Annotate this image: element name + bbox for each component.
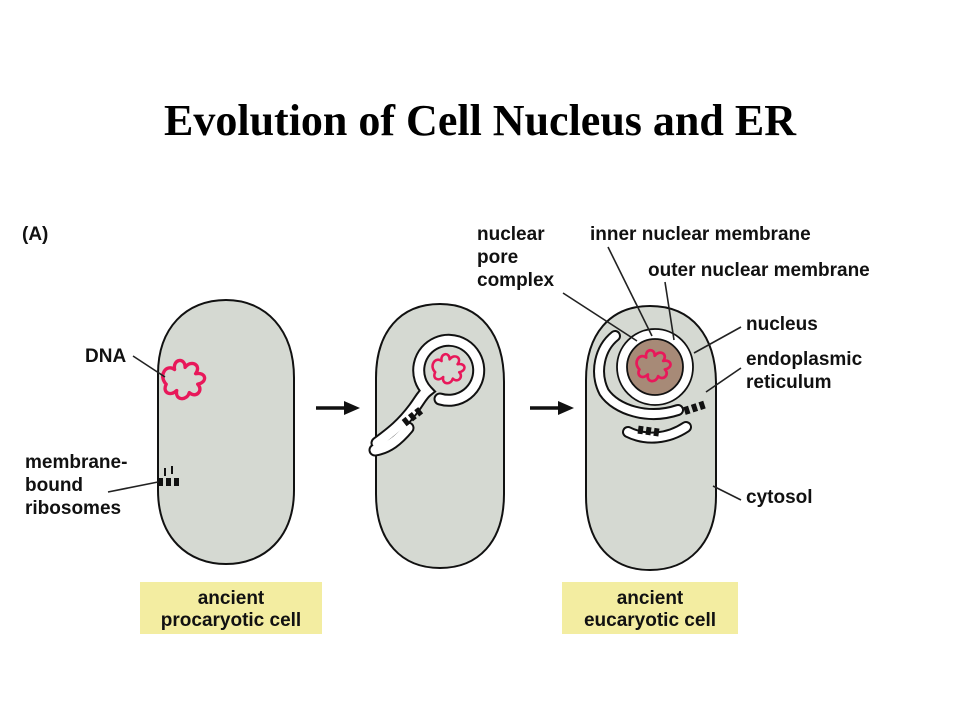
svg-text:nuclear: nuclear [477,224,545,245]
nucleus-body [626,338,684,396]
inner-membrane-leader-line [607,246,653,337]
procaryotic-caption-box [140,582,322,634]
outer-membrane-leader-line [664,281,675,341]
er-crescent [595,332,682,418]
membrane-ribosomes-dots [158,478,179,486]
intermediate-cell-body [375,302,505,570]
ribosomes-leader-line [107,481,159,493]
eucaryotic-cell [585,304,717,572]
inner-nuclear-membrane-label: inner nuclear membrane [590,224,811,245]
svg-text:ribosomes: ribosomes [25,498,121,519]
eucaryotic-caption: ancient eucaryotic cell [562,582,738,634]
svg-text:ancient: ancient [617,588,684,609]
dna-label: DNA [85,346,126,367]
membrane-bound-ribosomes-label: membrane- bound ribosomes [25,452,127,519]
er-tube [624,423,690,442]
svg-text:endoplasmic: endoplasmic [746,349,863,370]
er-leader-line [705,367,742,393]
svg-text:complex: complex [477,270,555,291]
arrow-2 [528,399,576,417]
svg-text:membrane-: membrane- [25,452,127,473]
intermediate-cell [368,302,505,570]
eucaryotic-caption-box [562,582,738,634]
procaryotic-caption: ancient procaryotic cell [140,582,322,634]
svg-text:bound: bound [25,475,83,496]
slide-title: Evolution of Cell Nucleus and ER [164,96,796,145]
svg-text:eucaryotic cell: eucaryotic cell [584,610,716,631]
svg-text:ancient: ancient [198,588,265,609]
nucleus-leader-line [693,326,742,354]
endoplasmic-reticulum-label: endoplasmic reticulum [746,349,863,393]
cytosol-leader-line [712,485,742,501]
invagination-channel [372,335,484,448]
procaryotic-cell-body [157,298,295,566]
outer-nuclear-membrane-label: outer nuclear membrane [648,260,870,281]
svg-text:pore: pore [477,247,518,268]
npc-leader-line [562,292,638,342]
panel-label: (A) [22,224,48,245]
procaryotic-cell [157,298,295,566]
invagination-fork [370,423,413,455]
svg-text:procaryotic cell: procaryotic cell [161,610,301,631]
svg-text:reticulum: reticulum [746,372,832,393]
nuclear-pore-complex-label: nuclear pore complex [477,224,555,291]
arrow-1 [314,399,362,417]
cytosol-label: cytosol [746,487,813,508]
dna-leader-line [132,355,166,378]
nucleus-label: nucleus [746,314,818,335]
